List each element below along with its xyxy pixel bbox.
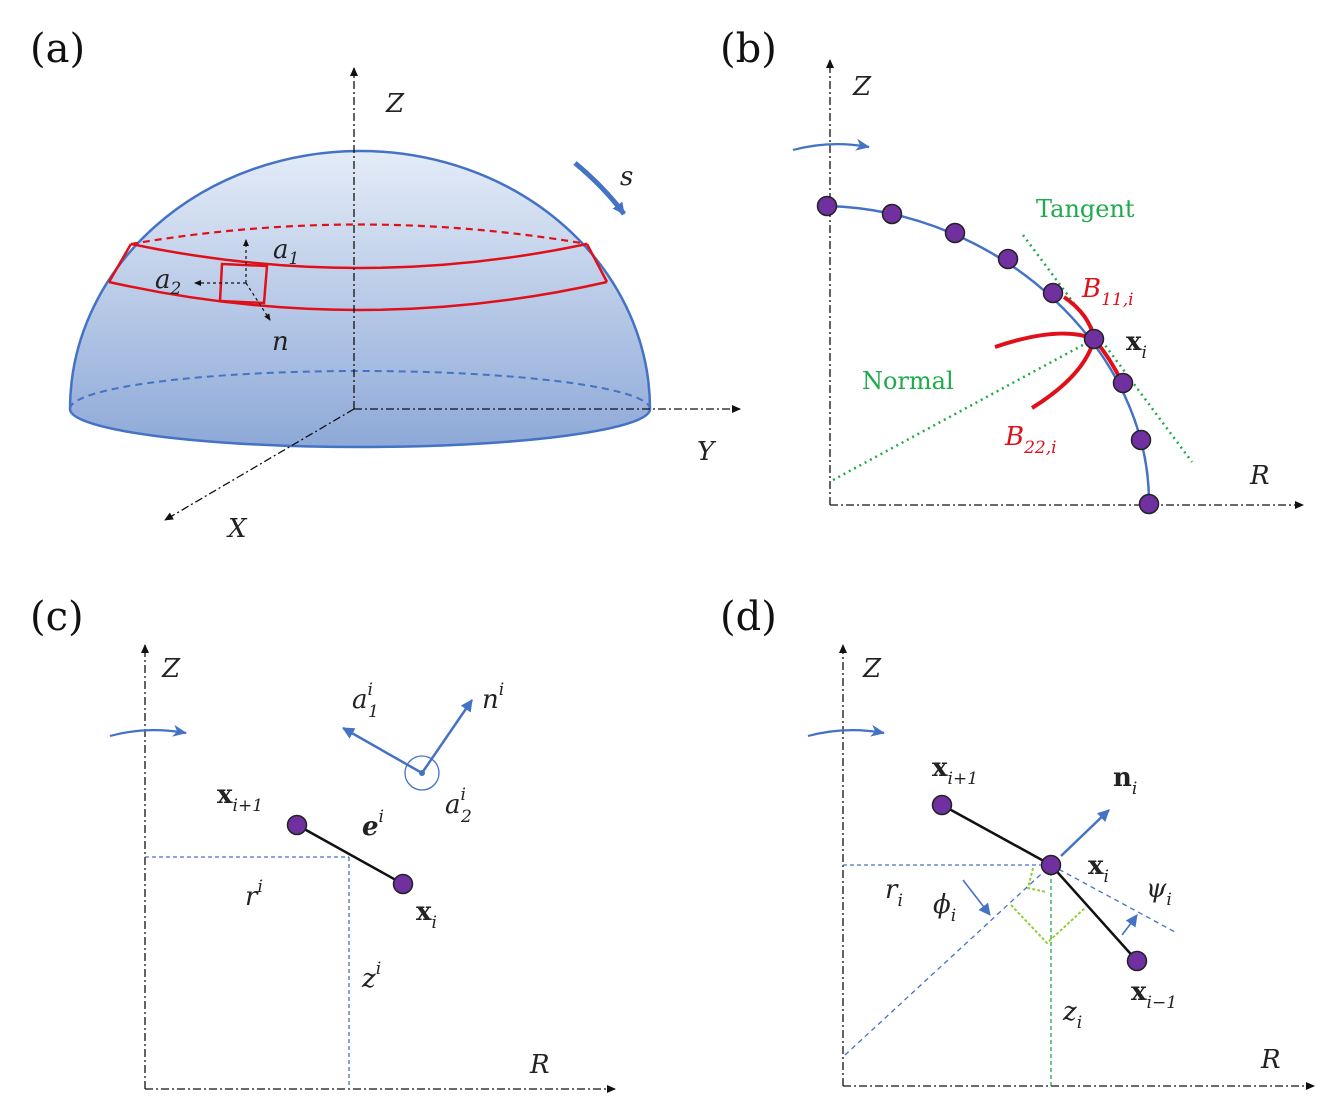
axis-z-label: Z <box>852 72 872 102</box>
normal-label: Normal <box>862 367 954 395</box>
a2-out-of-plane-icon <box>404 755 440 791</box>
psi-label: ψi <box>1146 874 1172 910</box>
s-direction-arrow <box>573 161 627 216</box>
panel-b: (b) Z R Tangent Normal B11,i B22,i xi <box>720 26 1304 515</box>
right-angle-marker <box>1010 904 1087 945</box>
latitude-upper <box>130 242 588 270</box>
x-next-label: xi+1 <box>217 780 263 816</box>
panel-c-label: (c) <box>30 594 84 640</box>
rotation-arrow <box>109 724 187 738</box>
axis-r-label: R <box>1260 1045 1281 1075</box>
xi-label: xi <box>1126 327 1147 363</box>
tangent-label: Tangent <box>1036 195 1135 223</box>
node <box>944 222 966 244</box>
z-label: zi <box>1062 997 1082 1033</box>
node <box>1042 282 1064 304</box>
b11-label: B11,i <box>1081 274 1134 310</box>
latitude-lower <box>108 280 608 312</box>
z-label: zi <box>361 959 381 994</box>
psi-angle-arrow <box>1121 914 1138 936</box>
n-label: ni <box>1113 763 1137 799</box>
hemisphere-back-rim <box>69 370 651 410</box>
panel-a-label: (a) <box>30 26 85 72</box>
axis-z-label: Z <box>161 654 181 684</box>
node <box>1138 493 1160 515</box>
x-next-label: xi+1 <box>932 753 978 789</box>
axis-x <box>164 408 355 521</box>
node-x-next <box>931 794 953 816</box>
node <box>1112 372 1134 394</box>
meridian-curve <box>826 204 1151 505</box>
normal-extension <box>844 864 1052 1056</box>
phi-label: ϕi <box>933 890 956 926</box>
axis-x-label: X <box>226 514 248 544</box>
tangent-extension <box>1050 864 1176 933</box>
n-label: n <box>272 327 289 357</box>
edge-next <box>1050 864 1138 962</box>
xi-label: xi <box>1088 851 1109 887</box>
tangent-line <box>1021 234 1194 463</box>
panel-d-label: (d) <box>720 594 777 640</box>
node-x-next <box>286 814 308 836</box>
node <box>997 248 1019 270</box>
n-label: ni <box>482 680 504 715</box>
r-label: ri <box>885 875 903 911</box>
a1-vector <box>342 726 423 775</box>
edge-label: ei <box>362 807 384 842</box>
a1-label: a1 <box>273 235 299 269</box>
hemisphere <box>68 149 652 449</box>
b22-label: B22,i <box>1004 422 1057 458</box>
n-vector <box>1060 809 1110 857</box>
rotation-arrow <box>792 138 870 152</box>
a2-label: a2 <box>155 265 181 299</box>
xi-label: xi <box>416 897 437 933</box>
n-vector <box>420 699 474 774</box>
rotation-arrow <box>807 724 885 738</box>
curvature-b22 <box>994 331 1097 410</box>
edge-prev <box>941 803 1052 867</box>
x-prev-label: xi−1 <box>1131 977 1177 1013</box>
right-angle-marker <box>1026 867 1047 893</box>
node-xi <box>392 873 414 895</box>
meridian-right <box>585 243 609 283</box>
node <box>816 195 838 217</box>
panel-b-label: (b) <box>720 26 777 72</box>
node-xi <box>1040 854 1062 876</box>
axis-r-label: R <box>529 1050 550 1080</box>
edge-ei <box>296 823 404 886</box>
axis-r-label: R <box>1249 461 1270 491</box>
axis-z-label: Z <box>862 654 882 684</box>
node <box>881 203 903 225</box>
latitude-dashed <box>130 223 588 246</box>
r-label: ri <box>245 877 263 912</box>
meridian-left <box>107 243 133 283</box>
node-xi <box>1083 328 1105 350</box>
surface-element <box>218 262 269 305</box>
axis-z-label: Z <box>385 89 405 119</box>
normal-line <box>832 337 1095 482</box>
panel-d: (d) Z R xi+1 ni xi ri ϕi ψi xi−1 zi <box>720 594 1315 1090</box>
frame-n-arrow <box>245 282 271 321</box>
node <box>1130 429 1152 451</box>
nodes <box>816 195 1160 515</box>
phi-angle-arrow <box>962 879 991 916</box>
axis-y-label: Y <box>697 437 717 467</box>
panel-a: (a) Z Y X s a1 a2 n <box>30 26 741 544</box>
node-x-prev <box>1126 950 1148 972</box>
s-label: s <box>620 162 633 192</box>
a2-dot <box>419 770 425 776</box>
